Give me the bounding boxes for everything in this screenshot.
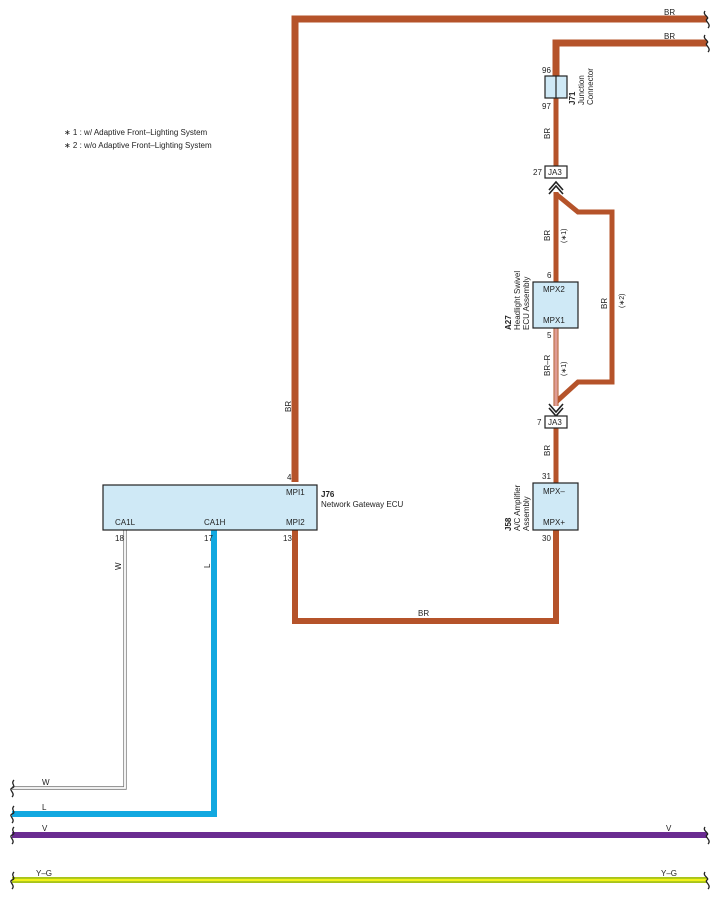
j58-pin-bottom: 30 xyxy=(542,534,551,543)
break-icon xyxy=(703,34,710,53)
break-icon xyxy=(703,826,710,845)
ja3-top-chevron-icon xyxy=(548,180,564,195)
br-wire-top xyxy=(291,15,707,482)
break-icon xyxy=(10,826,15,845)
a27-name-line2: ECU Assembly xyxy=(522,277,531,330)
j76-id: J76 xyxy=(321,490,335,499)
j58-name-line2: Assembly xyxy=(522,496,531,531)
ja3-bottom-pin: 7 xyxy=(537,418,542,427)
a27-pin-top: 6 xyxy=(547,271,552,280)
j76-pin-ca1l: 18 xyxy=(115,534,124,543)
break-icon xyxy=(703,871,710,890)
j58-terminal-mpx-plus: MPX+ xyxy=(543,518,565,527)
br-wire-bottom xyxy=(292,530,559,624)
j76-network-gateway-ecu: MPI1 MPI2 CA1L CA1H 4 13 18 17 J76 Netwo… xyxy=(102,473,403,543)
j76-terminal-mpi2: MPI2 xyxy=(286,518,305,527)
wire-mark-2: (∗2) xyxy=(619,294,626,308)
j71-junction-connector: 96 97 J71 Junction Connector xyxy=(542,66,595,111)
j71-name-line1: Junction xyxy=(577,75,586,105)
j71-pin-bottom: 97 xyxy=(542,102,551,111)
j76-terminal-mpi1: MPI1 xyxy=(286,488,305,497)
wire-label-l-vertical: L xyxy=(203,563,212,568)
j76-terminal-ca1h: CA1H xyxy=(204,518,226,527)
a27-headlight-swivel-ecu: MPX2 MPX1 6 5 A27 Headlight Swivel ECU A… xyxy=(504,271,579,340)
j58-pin-top: 31 xyxy=(542,472,551,481)
wire-label-br-ja3-a27: BR xyxy=(543,230,552,241)
break-brackets xyxy=(10,10,710,890)
note-2: ∗ 2 : w/o Adaptive Front–Lighting System xyxy=(64,141,212,150)
j76-pin-mpi2: 13 xyxy=(283,534,292,543)
j71-name-line2: Connector xyxy=(586,68,595,105)
br-wire-group xyxy=(291,15,707,624)
j71-pin-top: 96 xyxy=(542,66,551,75)
ja3-top-pin: 27 xyxy=(533,168,542,177)
break-icon xyxy=(10,871,15,890)
ja3-bottom-connector: JA3 7 xyxy=(537,415,568,429)
break-icon xyxy=(703,10,710,29)
ja3-top-connector: JA3 27 xyxy=(533,165,568,179)
br-wire-bypass xyxy=(554,192,615,404)
wire-label-br-bottom: BR xyxy=(418,609,429,618)
wire-mark-1a: (∗1) xyxy=(561,229,568,243)
ja3-top-label: JA3 xyxy=(548,168,562,177)
a27-terminal-mpx1: MPX1 xyxy=(543,316,565,325)
wire-label-yg-left: Y–G xyxy=(36,869,52,878)
j76-pin-ca1h: 17 xyxy=(204,534,213,543)
note-1: ∗ 1 : w/ Adaptive Front–Lighting System xyxy=(64,128,208,137)
wire-label-l: L xyxy=(42,803,47,812)
a27-name-line1: Headlight Swivel xyxy=(513,271,522,330)
l-wire xyxy=(12,530,217,817)
br-wire-j71 xyxy=(552,39,707,76)
j58-ac-amplifier: MPX– MPX+ 31 30 J58 A/C Amplifier Assemb… xyxy=(504,472,579,543)
ja3-bottom-label: JA3 xyxy=(548,418,562,427)
a27-pin-bottom: 5 xyxy=(547,331,552,340)
w-wire xyxy=(12,530,127,790)
wire-label-br-j71-ja3: BR xyxy=(543,128,552,139)
j76-pin-mpi1: 4 xyxy=(287,473,292,482)
wire-label-br-bypass: BR xyxy=(600,298,609,309)
j76-name: Network Gateway ECU xyxy=(321,500,403,509)
j71-id: J71 xyxy=(568,91,577,105)
j76-terminal-ca1l: CA1L xyxy=(115,518,136,527)
wire-label-w: W xyxy=(42,778,50,787)
j58-id: J58 xyxy=(504,517,513,531)
j58-name-line1: A/C Amplifier xyxy=(513,484,522,531)
wire-label-br-vertical: BR xyxy=(284,401,293,412)
j58-terminal-mpx-minus: MPX– xyxy=(543,487,565,496)
wire-label-yg-right: Y–G xyxy=(661,869,677,878)
wire-label-v-left: V xyxy=(42,824,48,833)
wire-label-br-j71: BR xyxy=(664,32,675,41)
break-icon xyxy=(10,779,15,798)
wire-label-w-vertical: W xyxy=(114,562,123,570)
wire-mark-1b: (∗1) xyxy=(561,362,568,376)
break-icon xyxy=(10,805,15,824)
a27-terminal-mpx2: MPX2 xyxy=(543,285,565,294)
a27-id: A27 xyxy=(504,315,513,330)
wire-label-v-right: V xyxy=(666,824,672,833)
wire-label-br-r: BR–R xyxy=(543,354,552,376)
wire-label-br-top: BR xyxy=(664,8,675,17)
wire-label-br-ja3-j58: BR xyxy=(543,445,552,456)
